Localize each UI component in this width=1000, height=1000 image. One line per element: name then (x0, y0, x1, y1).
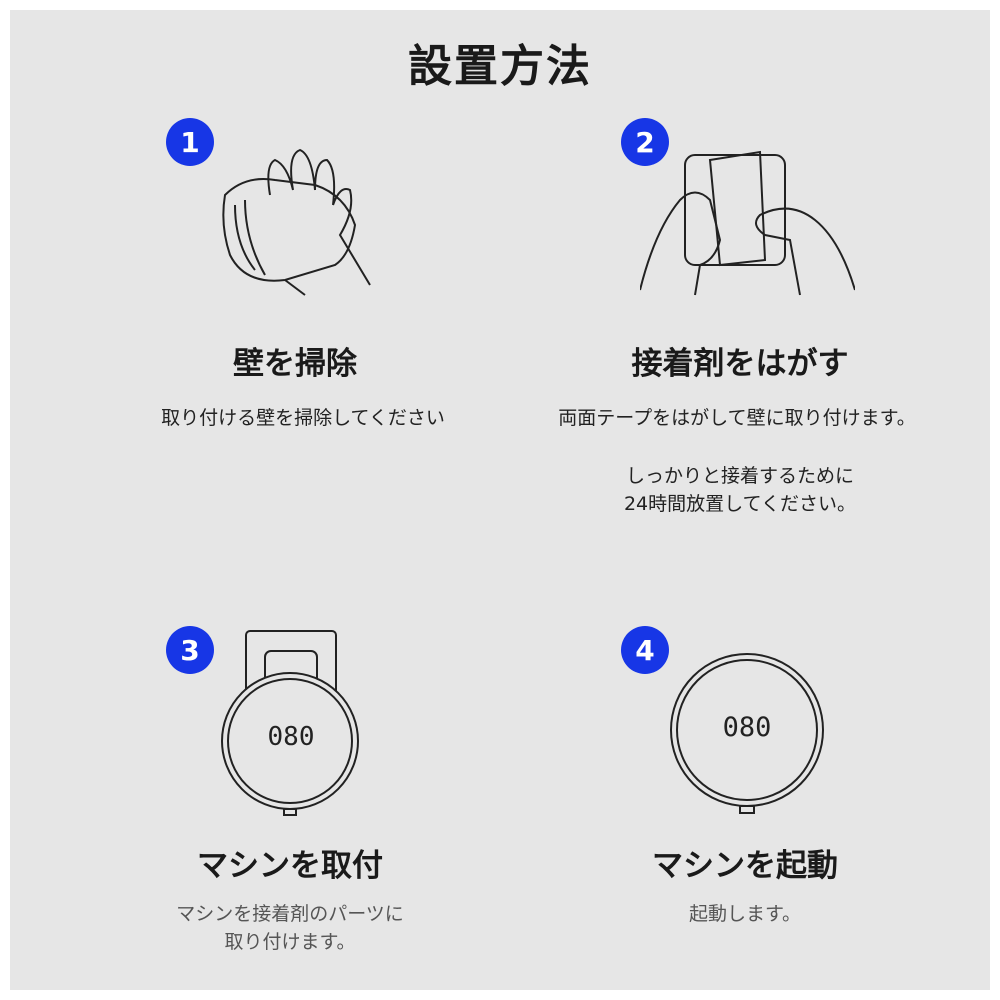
device-powered-icon (670, 653, 824, 814)
step-4-description: 起動します。 (688, 903, 802, 925)
device-on-mount-icon (221, 630, 359, 816)
step-3-description-line-1: マシンを接着剤のパーツに (176, 903, 404, 925)
step-2-note-line-2: 24時間放置してください。 (623, 493, 857, 515)
step-3-description-line-2: 取り付けます。 (224, 931, 356, 953)
step-1-heading: 壁を掃除 (233, 346, 357, 382)
step-1-description: 取り付ける壁を掃除してください (161, 407, 445, 429)
step-2-description: 両面テープをはがして壁に取り付けます。 (558, 407, 916, 429)
step-2-heading: 接着剤をはがす (631, 346, 849, 382)
step-2-badge: 2 (621, 118, 669, 166)
page-title: 設置方法 (408, 41, 592, 92)
step-2-note-line-1: しっかりと接着するために (625, 465, 854, 487)
step-3-badge: 3 (166, 626, 214, 674)
instruction-panel (10, 10, 990, 990)
hands-peeling-tape-icon (640, 150, 855, 296)
hand-wiping-cloth-icon (222, 148, 371, 296)
step-4-badge: 4 (621, 626, 669, 674)
step-3-heading: マシンを取付 (197, 848, 383, 884)
step-4-heading: マシンを起動 (652, 848, 838, 884)
step-1-badge: 1 (166, 118, 214, 166)
step-4-display-readout: 080 (722, 712, 772, 743)
step-3-display-readout: 080 (267, 722, 315, 752)
